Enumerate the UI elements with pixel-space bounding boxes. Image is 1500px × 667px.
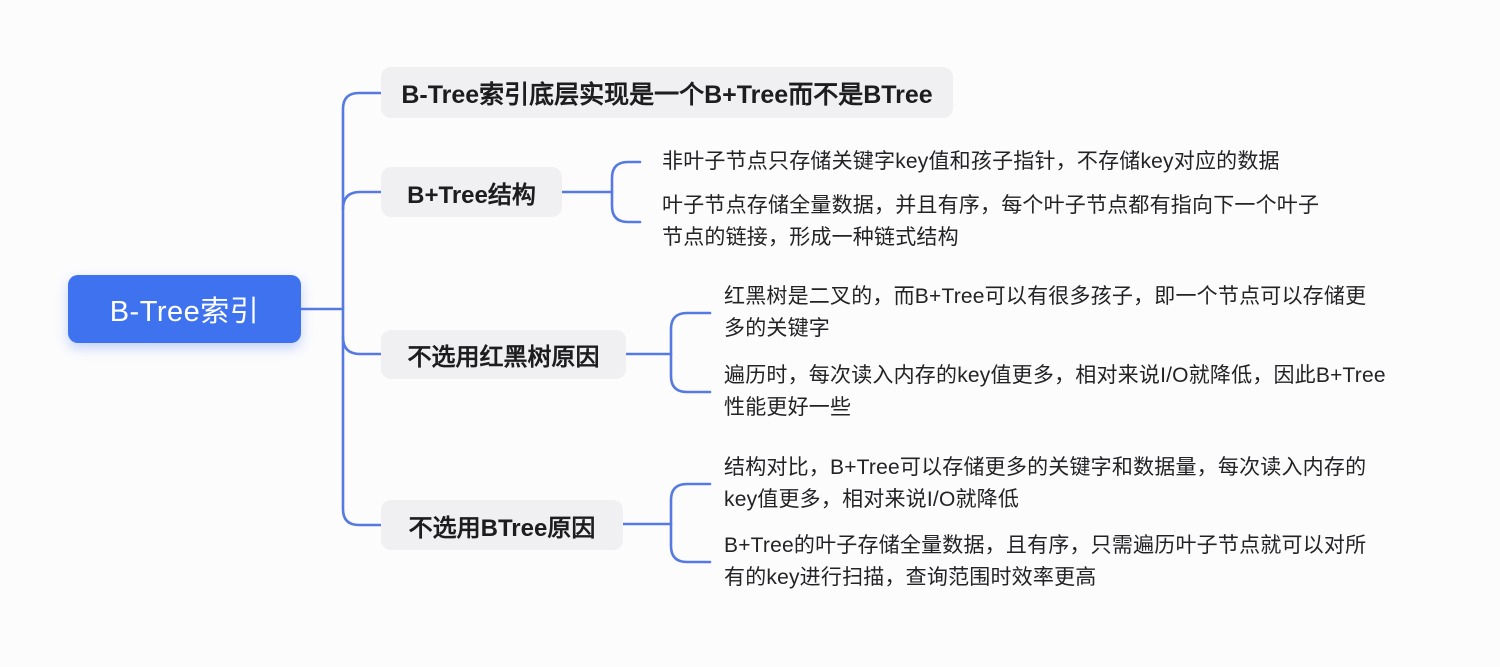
branch-node-why-not-redblack-tree[interactable]: 不选用红黑树原因	[381, 330, 626, 379]
edge-b3-bracket	[669, 311, 712, 394]
root-node-btree-index[interactable]: B-Tree索引	[68, 275, 301, 343]
leaf-leaf-nodes-store-all-data[interactable]: 叶子节点存储全量数据，并且有序，每个叶子节点都有指向下一个叶子 节点的链接，形成…	[662, 194, 1320, 249]
branch-node-statement[interactable]: B-Tree索引底层实现是一个B+Tree而不是BTree	[381, 67, 953, 118]
edge-b2-bracket	[610, 160, 642, 224]
leaf-nonleaf-nodes-store-keys[interactable]: 非叶子节点只存储关键字key值和孩子指针，不存储key对应的数据	[662, 150, 1280, 173]
leaf-structure-comparison[interactable]: 结构对比，B+Tree可以存储更多的关键字和数据量，每次读入内存的 key值更多…	[724, 456, 1367, 511]
edge-b4-bracket	[669, 482, 712, 564]
leaf-traversal-io-lower[interactable]: 遍历时，每次读入内存的key值更多，相对来说I/O就降低，因此B+Tree 性能…	[724, 364, 1386, 419]
branch-node-why-not-btree[interactable]: 不选用BTree原因	[381, 500, 623, 550]
edge-branch-b3	[341, 335, 383, 356]
leaf-redblack-is-binary[interactable]: 红黑树是二叉的，而B+Tree可以有很多孩子，即一个节点可以存储更 多的关键字	[724, 285, 1367, 340]
leaf-leaf-scan-range-query[interactable]: B+Tree的叶子存储全量数据，且有序，只需遍历叶子节点就可以对所 有的key进…	[724, 534, 1367, 589]
edge-branch-b2	[341, 190, 383, 211]
branch-node-bplustree-structure[interactable]: B+Tree结构	[381, 167, 562, 217]
edge-trunk	[341, 91, 383, 527]
